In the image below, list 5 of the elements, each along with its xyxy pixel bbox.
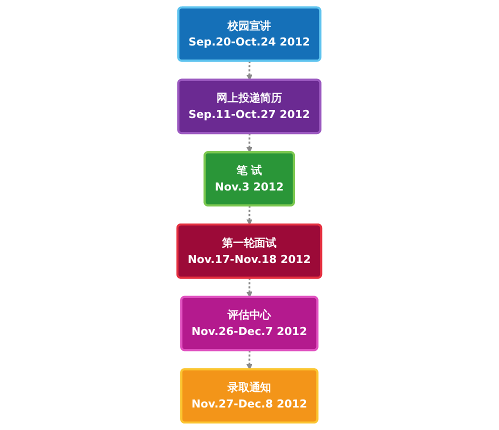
arrow <box>246 206 253 226</box>
arrow <box>246 350 253 370</box>
arrow <box>246 278 253 298</box>
arrow <box>246 61 253 80</box>
arrow <box>246 133 253 153</box>
